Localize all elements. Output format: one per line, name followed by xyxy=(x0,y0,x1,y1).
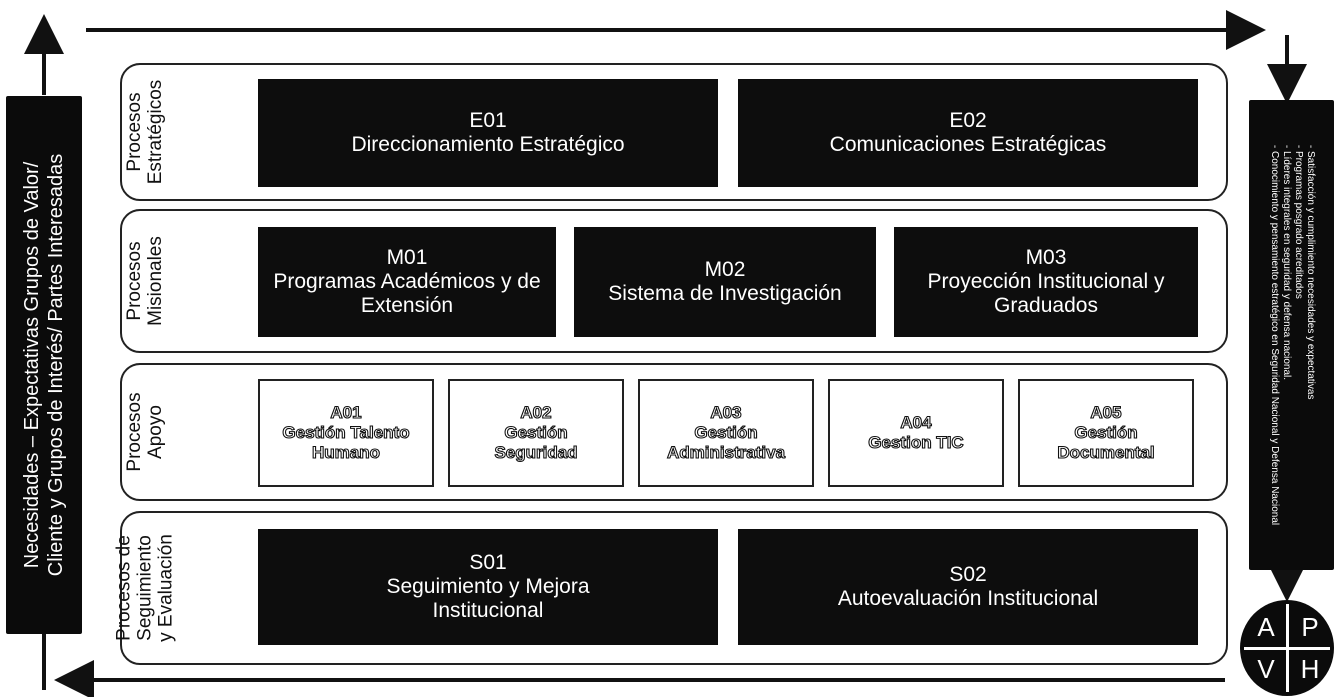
process-code: A02 xyxy=(520,402,552,422)
process-m02[interactable]: M02 Sistema de Investigación xyxy=(574,227,876,337)
process-name-line1: Proyección Institucional y xyxy=(927,270,1165,293)
pdca-cycle-icon: A P V H xyxy=(1240,600,1334,696)
process-code: M01 xyxy=(386,246,428,269)
monitoring-label-line3: y Evaluación xyxy=(155,534,177,642)
process-code: M02 xyxy=(704,258,746,281)
process-code: S01 xyxy=(469,551,507,574)
strategic-label-line2: Estratégicos xyxy=(145,79,166,185)
process-name: Direccionamiento Estratégico xyxy=(351,133,625,156)
process-name-line1: Autoevaluación Institucional xyxy=(837,587,1099,610)
missional-label-line2: Misionales xyxy=(145,236,166,326)
process-e02[interactable]: E02 Comunicaciones Estratégicas xyxy=(738,79,1198,187)
strategic-label-line1: Procesos xyxy=(124,92,145,172)
process-code: S02 xyxy=(949,563,987,586)
process-code: M03 xyxy=(1025,246,1067,269)
process-code: A05 xyxy=(1090,402,1122,422)
process-name: Comunicaciones Estratégicas xyxy=(829,133,1107,156)
pdca-p-letter: P xyxy=(1301,612,1319,642)
process-name-line1: Sistema de Investigación xyxy=(608,282,842,305)
pdca-a-letter: A xyxy=(1257,612,1275,642)
process-name-line1: Gestión xyxy=(694,422,758,442)
stakeholder-needs-text: Necesidades – Expectativas Grupos de Val… xyxy=(20,154,68,576)
process-name-line2: Extensión xyxy=(360,294,454,317)
process-code: A04 xyxy=(900,412,932,432)
process-code: A01 xyxy=(330,402,362,422)
process-m03[interactable]: M03 Proyección Institucional y Graduados xyxy=(894,227,1198,337)
process-name-line2: Seguridad xyxy=(494,442,578,462)
process-name-line2: Humano xyxy=(311,442,380,462)
process-name-line2: Documental xyxy=(1057,442,1155,462)
outcome-line2: - Programas posgrado acreditados xyxy=(1292,144,1304,299)
process-name-line1: Gestión xyxy=(1074,422,1138,442)
support-row-label: Procesos Apoyo xyxy=(122,365,168,499)
process-name-line2: Institucional xyxy=(432,599,544,622)
process-name-line1: Gestion TIC xyxy=(868,432,965,452)
process-name-line1: Gestión xyxy=(504,422,568,442)
missional-row-label: Procesos Misionales xyxy=(122,211,168,351)
process-m01[interactable]: M01 Programas Académicos y de Extensión xyxy=(258,227,556,337)
stakeholder-needs-bar: Necesidades – Expectativas Grupos de Val… xyxy=(6,96,82,634)
outcome-line3: - Líderes integrales en seguridad y defe… xyxy=(1280,144,1292,381)
outcomes-text: - Satisfacción y cumplimiento necesidade… xyxy=(1268,145,1316,525)
process-name-line1: Seguimiento y Mejora xyxy=(386,575,590,598)
process-s02[interactable]: S02 Autoevaluación Institucional xyxy=(738,529,1198,645)
outcomes-bar: - Satisfacción y cumplimiento necesidade… xyxy=(1249,100,1334,570)
strategic-row-label: Procesos Estratégicos xyxy=(122,65,168,199)
pdca-h-letter: H xyxy=(1300,654,1320,684)
process-code: E02 xyxy=(949,109,987,132)
process-s01[interactable]: S01 Seguimiento y Mejora Institucional xyxy=(258,529,718,645)
support-label-line1: Procesos xyxy=(124,392,145,472)
pdca-v-letter: V xyxy=(1257,654,1275,684)
stakeholder-needs-line1: Necesidades – Expectativas Grupos de Val… xyxy=(21,161,43,569)
process-code: A03 xyxy=(710,402,742,422)
outcome-line1: - Satisfacción y cumplimiento necesidade… xyxy=(1304,144,1316,400)
process-name-line2: Graduados xyxy=(994,294,1098,317)
monitoring-processes-row: Procesos de Seguimiento y Evaluación S01… xyxy=(114,511,1228,665)
process-a02[interactable]: A02 Gestión Seguridad xyxy=(448,379,624,487)
process-code: E01 xyxy=(469,109,507,132)
process-name-line1: Gestión Talento xyxy=(282,422,410,442)
monitoring-label-line2: Seguimiento xyxy=(134,535,156,641)
process-a01[interactable]: A01 Gestión Talento Humano xyxy=(258,379,434,487)
process-a05[interactable]: A05 Gestión Documental xyxy=(1018,379,1194,487)
support-label-line2: Apoyo xyxy=(145,405,166,459)
missional-label-line1: Procesos xyxy=(124,241,145,321)
process-a03[interactable]: A03 Gestión Administrativa xyxy=(638,379,814,487)
strategic-processes-row: Procesos Estratégicos E01 Direccionamien… xyxy=(120,63,1228,201)
process-e01[interactable]: E01 Direccionamiento Estratégico xyxy=(258,79,718,187)
process-a04[interactable]: A04 Gestion TIC xyxy=(828,379,1004,487)
monitoring-row-label: Procesos de Seguimiento y Evaluación xyxy=(114,513,177,663)
outcome-line4: - Conocimiento y pensamiento estratégico… xyxy=(1268,144,1280,526)
stakeholder-needs-line2: Cliente y Grupos de Interés/ Partes Inte… xyxy=(45,153,67,577)
process-name-line2: Administrativa xyxy=(666,442,786,462)
missional-processes-row: Procesos Misionales M01 Programas Académ… xyxy=(120,209,1228,353)
support-processes-row: Procesos Apoyo A01 Gestión Talento Human… xyxy=(120,363,1228,501)
process-name-line1: Programas Académicos y de xyxy=(273,270,541,293)
monitoring-label-line1: Procesos de xyxy=(113,535,135,641)
